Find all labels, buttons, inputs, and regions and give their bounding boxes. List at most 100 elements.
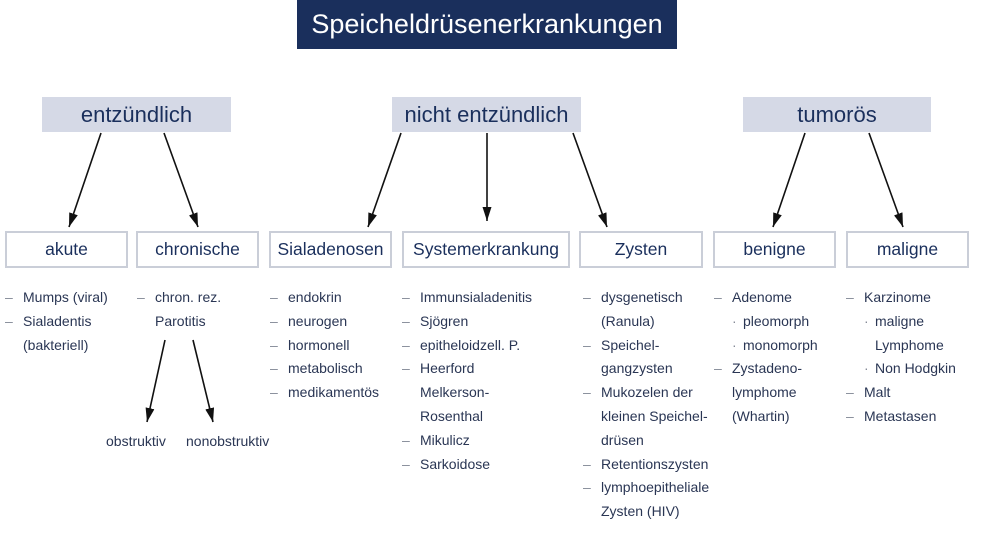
subcategory-label: akute: [45, 239, 88, 259]
list-dash: –: [583, 455, 591, 472]
list-item-line: –Metastasen: [846, 405, 956, 429]
list-item-line: –epitheloidzell. P.: [402, 334, 532, 358]
branch-label-nonobstruktiv: nonobstruktiv: [186, 433, 270, 449]
diagram-title-text: Speicheldrüsenerkrankungen: [311, 9, 663, 39]
list-item-line: –Adenome: [714, 286, 818, 310]
list-subitem-line: Lymphome: [846, 334, 956, 358]
list-item-text: lymphome: [732, 384, 797, 401]
subcategory-sialadenosen: Sialadenosen: [269, 231, 392, 268]
list-item-line: –Sjögren: [402, 310, 532, 334]
list-item-text: (Ranula): [601, 312, 655, 329]
category-nicht-entzuendlich: nicht entzündlich: [392, 97, 581, 132]
list-dash: –: [583, 289, 591, 305]
list-dash: –: [583, 336, 591, 353]
list-item-text: Sarkoidose: [420, 455, 491, 472]
list-item-text: Rosenthal: [420, 407, 484, 424]
subcategory-label: chronische: [155, 239, 240, 259]
list-item-line: Zysten (HIV): [583, 500, 709, 524]
list-item-text: epitheloidzell. P.: [420, 336, 521, 353]
list-dash: –: [270, 384, 278, 401]
list-item-text: medikamentös: [288, 384, 380, 401]
list-item-text: neurogen: [288, 312, 348, 329]
list-item-text: Lymphome: [875, 336, 944, 353]
list-dash: –: [846, 384, 854, 401]
list-item-line: (Ranula): [583, 310, 709, 334]
list-dash: –: [402, 455, 410, 472]
list-dash: –: [402, 431, 410, 448]
list-item-line: (Whartin): [714, 405, 818, 429]
list-item-line: –Zystadeno-: [714, 357, 818, 381]
list-subitem-line: · monomorph: [714, 334, 818, 358]
list-item-text: gangzysten: [601, 360, 673, 377]
list-item-text: Non Hodgkin: [875, 360, 956, 377]
list-item-text: Parotitis: [155, 312, 206, 329]
list-item-text: Retentionszysten: [601, 455, 709, 472]
list-item-line: –Malt: [846, 381, 956, 405]
list-subitem-line: ·Non Hodgkin: [846, 357, 956, 381]
list-item-line: –Retentionszysten: [583, 453, 709, 477]
list-dash: –: [137, 289, 145, 305]
list-sialadenosen: –endokrin–neurogen–hormonell–metabolisch…: [270, 286, 379, 405]
list-item-text: maligne: [875, 312, 925, 329]
list-item-line: –dysgenetisch: [583, 286, 709, 310]
list-dash: –: [270, 360, 278, 377]
list-item-line: –lymphoepitheliale: [583, 476, 709, 500]
list-item-line: Parotitis: [137, 310, 221, 334]
list-dash: –: [714, 289, 722, 305]
list-dash: –: [402, 289, 410, 305]
bullet-dot: ·: [732, 312, 737, 329]
list-item-text: chron. rez.: [155, 289, 222, 305]
list-item-text: pleomorph: [743, 312, 810, 329]
category-entzuendlich: entzündlich: [42, 97, 231, 132]
list-item-text: kleinen Speichel-: [601, 407, 708, 424]
list-item-line: –Karzinome: [846, 286, 956, 310]
bullet-dot: ·: [732, 336, 737, 353]
list-item-text: (Whartin): [732, 407, 790, 424]
list-item-line: –chron. rez.: [137, 286, 221, 310]
list-item-line: –medikamentös: [270, 381, 379, 405]
list-item-text: metabolisch: [288, 360, 363, 377]
list-systemerkrankung: –Immunsialadenitis–Sjögren–epitheloidzel…: [402, 286, 532, 476]
diagram-title: Speicheldrüsenerkrankungen: [297, 0, 677, 49]
arrow-tumoroes-to-benigne: [772, 132, 806, 228]
arrow-nicht-entzuendlich-to-sialadenosen: [367, 132, 402, 228]
list-item-line: –hormonell: [270, 334, 379, 358]
category-tumoroes: tumorös: [743, 97, 931, 132]
list-item-line: drüsen: [583, 429, 709, 453]
list-item-text: Malt: [864, 384, 891, 401]
arrow-parotitis-to-nonobstruktiv: [192, 339, 215, 423]
list-benigne: –Adenome · pleomorph · monomorph –Zystadeno-l…: [714, 286, 818, 429]
list-item-text: Melkerson-: [420, 384, 490, 401]
list-dash: –: [402, 312, 410, 329]
list-item-line: kleinen Speichel-: [583, 405, 709, 429]
list-dash: –: [5, 289, 13, 305]
list-subitem-line: ·maligne: [846, 310, 956, 334]
list-item-text: dysgenetisch: [601, 289, 683, 305]
list-item-line: –Sialadentis: [5, 310, 108, 334]
subcategory-akute: akute: [5, 231, 128, 268]
list-item-text: Karzinome: [864, 289, 931, 305]
list-item-text: Metastasen: [864, 407, 937, 424]
list-item-text: (bakteriell): [23, 336, 89, 353]
list-item-text: Mumps (viral): [23, 289, 108, 305]
list-item-line: Rosenthal: [402, 405, 532, 429]
list-dash: –: [583, 479, 591, 496]
arrow-entzuendlich-to-chronische: [163, 132, 199, 228]
list-item-text: Sjögren: [420, 312, 469, 329]
list-item-text: drüsen: [601, 431, 644, 448]
list-dash: –: [583, 384, 591, 401]
list-item-text: monomorph: [743, 336, 818, 353]
list-item-line: –Sarkoidose: [402, 453, 532, 477]
subcategory-chronische: chronische: [136, 231, 259, 268]
subcategory-benigne: benigne: [713, 231, 836, 268]
list-zysten: –dysgenetisch(Ranula)–Speichel-gangzyste…: [583, 286, 709, 524]
list-item-line: –neurogen: [270, 310, 379, 334]
arrow-tumoroes-to-maligne: [868, 132, 904, 228]
list-item-line: –metabolisch: [270, 357, 379, 381]
subcategory-label: maligne: [876, 239, 939, 259]
list-item-line: –endokrin: [270, 286, 379, 310]
list-subitem-line: · pleomorph: [714, 310, 818, 334]
subcategory-label: Sialadenosen: [277, 239, 384, 259]
